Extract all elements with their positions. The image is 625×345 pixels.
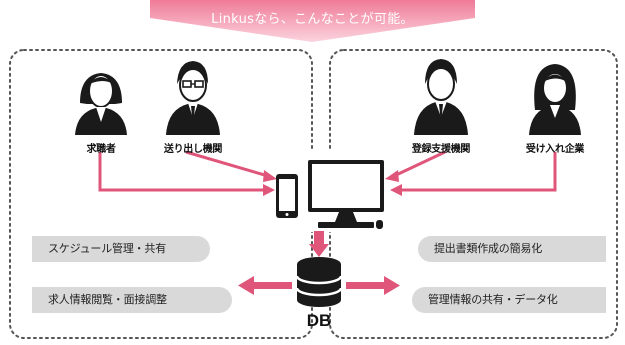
label-support-org: 登録支援機関: [411, 144, 471, 155]
smartphone-icon: [276, 174, 298, 218]
host-company-icon: [529, 64, 581, 135]
flow-arrowheads: [263, 170, 402, 196]
headline-banner: [150, 0, 475, 42]
support-org-icon: [414, 59, 468, 135]
headline-text: Linkusなら、こんなことが可能。: [211, 12, 414, 27]
left-arrow: [238, 276, 292, 295]
label-host-company: 受け入れ企業: [525, 144, 585, 155]
feature-document-simplify: 提出書類作成の簡易化: [418, 236, 606, 262]
feature-schedule-sharing: スケジュール管理・共有: [32, 236, 210, 262]
feature-job-browse-interview: 求人情報閲覧・面接調整: [32, 287, 232, 313]
label-job-seeker: 求職者: [86, 144, 116, 155]
feature-data-sharing: 管理情報の共有・データ化: [412, 287, 606, 313]
right-arrow: [346, 276, 400, 295]
database-icon: [295, 257, 343, 307]
label-sending-org: 送り出し機関: [163, 144, 223, 155]
down-arrow: [309, 231, 329, 257]
job-seeker-icon: [75, 73, 127, 135]
sending-org-icon: [166, 61, 220, 135]
desktop-monitor-icon: [308, 160, 384, 229]
flow-arrows: [98, 150, 557, 192]
database-label: DB: [306, 311, 332, 330]
